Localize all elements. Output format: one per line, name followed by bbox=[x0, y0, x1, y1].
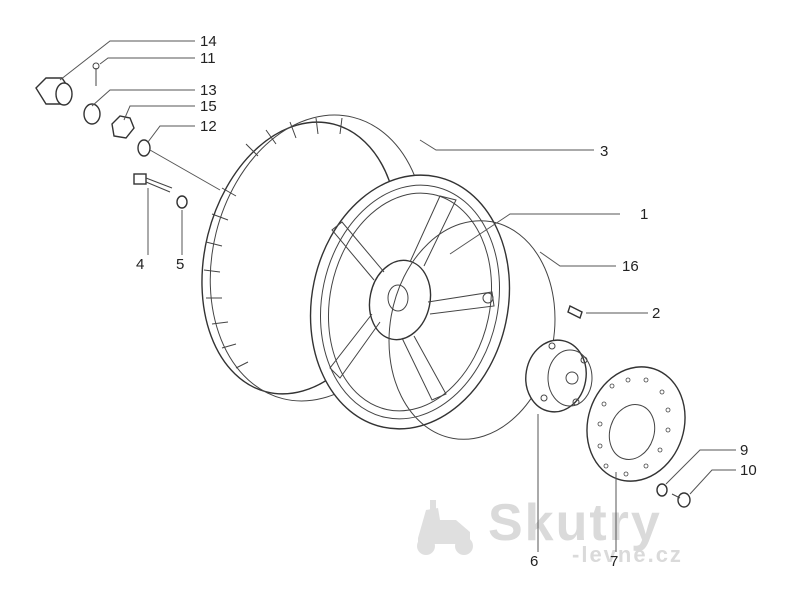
brake-disc bbox=[586, 366, 686, 482]
watermark-domain: -levne.cz bbox=[572, 542, 683, 567]
axle-nut bbox=[35, 77, 73, 106]
cotter-pin bbox=[92, 62, 100, 86]
leader-lines bbox=[59, 40, 736, 552]
watermark-brand: Skutry bbox=[488, 494, 662, 552]
callout-10: 10 bbox=[740, 462, 757, 479]
scooter-silhouette-icon bbox=[417, 500, 473, 555]
hub bbox=[525, 339, 593, 413]
watermark-logo: Skutry -levne.cz bbox=[417, 494, 683, 567]
disc-screw bbox=[671, 492, 691, 508]
callout-2: 2 bbox=[652, 305, 660, 322]
callout-14: 14 bbox=[200, 33, 217, 50]
callout-6: 6 bbox=[530, 553, 538, 570]
spacer bbox=[83, 103, 101, 125]
callout-12: 12 bbox=[200, 118, 217, 135]
washer bbox=[137, 139, 151, 157]
bolt bbox=[133, 173, 173, 193]
callout-13: 13 bbox=[200, 82, 217, 99]
wheel-rim bbox=[309, 174, 511, 430]
callout-3: 3 bbox=[600, 143, 608, 160]
callout-7: 7 bbox=[610, 553, 618, 570]
callout-11: 11 bbox=[200, 50, 216, 67]
callout-5: 5 bbox=[176, 256, 184, 273]
callout-9: 9 bbox=[740, 442, 748, 459]
nut bbox=[111, 115, 135, 139]
small-washer bbox=[176, 195, 188, 209]
callout-15: 15 bbox=[200, 98, 217, 115]
valve bbox=[567, 305, 583, 319]
disc-washer bbox=[656, 483, 668, 497]
callout-16: 16 bbox=[622, 258, 639, 275]
callout-1: 1 bbox=[640, 206, 648, 223]
axle-line bbox=[149, 149, 221, 191]
callout-4: 4 bbox=[136, 256, 144, 273]
